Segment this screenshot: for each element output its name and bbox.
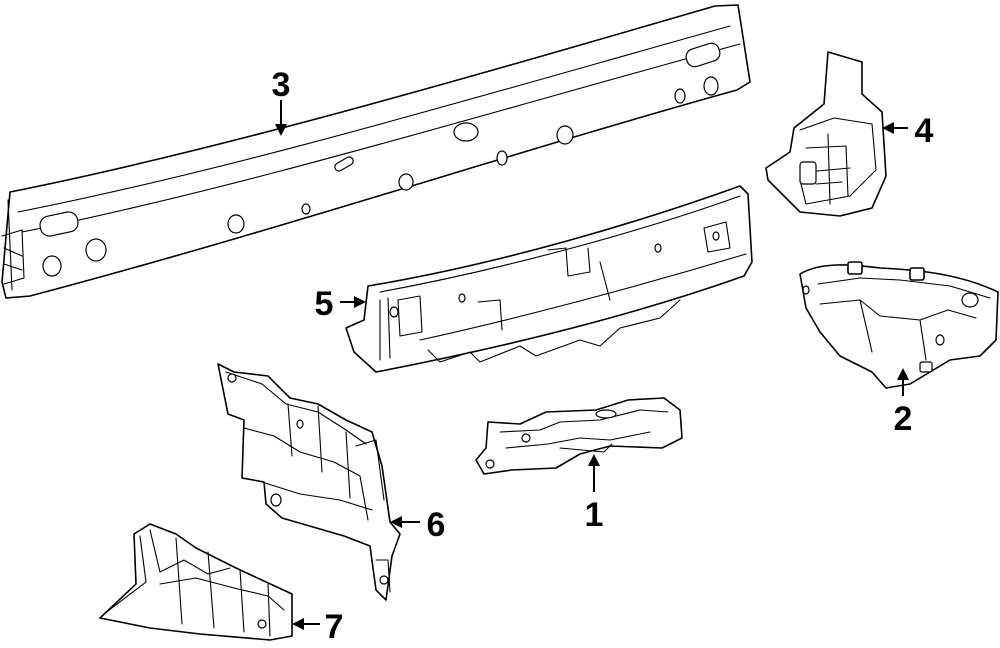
arrowhead-1 <box>588 454 600 466</box>
callout-3: 3 <box>272 66 291 104</box>
part-4-bracket <box>765 51 887 217</box>
callout-5: 5 <box>315 285 334 323</box>
callout-6: 6 <box>427 506 446 544</box>
callout-4: 4 <box>915 112 934 150</box>
part-5-absorber <box>345 185 753 373</box>
part-7-shield <box>99 523 293 641</box>
part-3-impact-bar <box>1 4 751 299</box>
arrowhead-2 <box>897 368 909 380</box>
callout-numbers: 3 4 5 2 1 6 7 <box>272 66 934 646</box>
arrowhead-4 <box>882 122 894 134</box>
arrowhead-7 <box>292 618 304 630</box>
part-2-bracket <box>799 261 999 389</box>
arrowhead-5 <box>354 296 366 308</box>
part-6-reinforcement <box>217 363 401 601</box>
callout-1: 1 <box>585 496 604 534</box>
callout-2: 2 <box>894 400 913 438</box>
arrowhead-3 <box>275 124 287 136</box>
callout-leaders <box>275 100 909 630</box>
callout-7: 7 <box>325 608 344 646</box>
part-1-bracket <box>475 397 683 475</box>
arrowhead-6 <box>390 516 402 528</box>
